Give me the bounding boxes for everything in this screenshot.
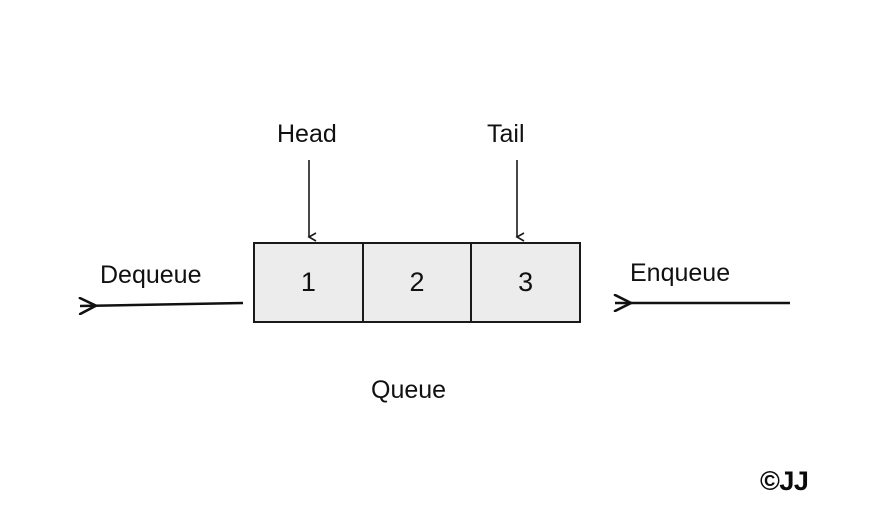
enqueue-label: Enqueue [630,259,731,287]
queue-container: 1 2 3 [253,242,581,323]
tail-pointer-label: Tail [487,120,525,148]
diagram-caption: Queue [371,376,447,404]
queue-cell: 3 [518,267,534,297]
queue-cell: 2 [364,244,473,321]
watermark: ©JJ [760,466,809,496]
dequeue-arrow [80,303,244,306]
head-pointer-label: Head [277,120,337,148]
dequeue-label: Dequeue [100,261,202,289]
queue-cell: 1 [255,244,364,321]
